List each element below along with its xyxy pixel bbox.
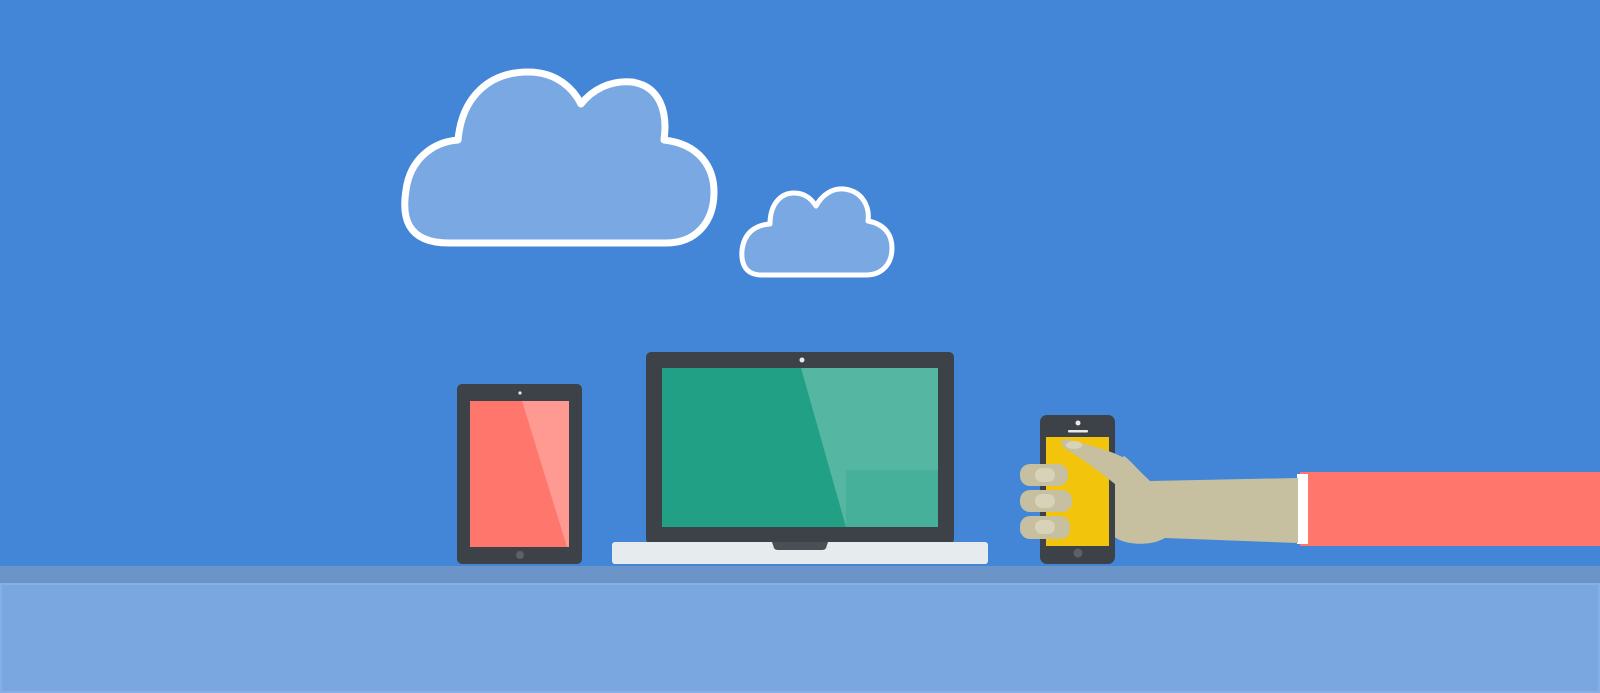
hand-icon xyxy=(1110,456,1298,544)
hand-fingers-icon xyxy=(1020,439,1140,539)
desk-front xyxy=(0,583,1600,693)
tablet-icon xyxy=(457,384,582,564)
sleeve-icon xyxy=(1297,472,1600,546)
cloud-small-icon xyxy=(739,186,895,278)
desk-front-border xyxy=(0,583,1600,693)
desk-top-edge xyxy=(0,566,1600,583)
cloud-large-icon xyxy=(401,68,718,247)
smartphone-icon xyxy=(1040,415,1115,564)
laptop-icon xyxy=(612,352,988,564)
